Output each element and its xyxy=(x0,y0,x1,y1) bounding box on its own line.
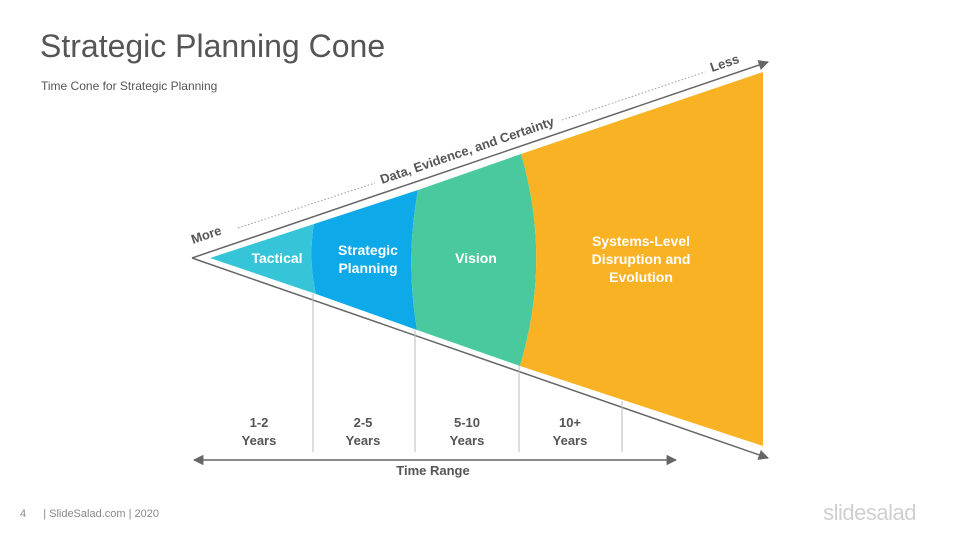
segment-label-systems-3: Evolution xyxy=(609,269,673,285)
time-range-1-unit: Years xyxy=(242,433,277,448)
segment-systems-level xyxy=(520,72,763,446)
time-range-1-value: 1-2 xyxy=(250,415,269,430)
time-range-3-unit: Years xyxy=(450,433,485,448)
cone-upper-edge xyxy=(191,60,769,259)
cone-lower-edge xyxy=(191,257,769,460)
certainty-dotted-line-2 xyxy=(561,71,706,121)
segment-label-systems-1: Systems-Level xyxy=(592,233,690,249)
certainty-dotted-line xyxy=(237,182,376,229)
segment-label-strategic-2: Planning xyxy=(338,260,397,276)
footer: 4 | SlideSalad.com | 2020 xyxy=(20,508,159,520)
page-title: Strategic Planning Cone xyxy=(40,28,386,64)
segment-label-strategic-1: Strategic xyxy=(338,242,398,258)
footer-credit: | SlideSalad.com | 2020 xyxy=(43,508,159,520)
segment-label-tactical: Tactical xyxy=(251,250,302,266)
axis-label-more: More xyxy=(189,223,223,247)
slidesalad-logo: slidesalad xyxy=(823,500,916,525)
time-range-2-value: 2-5 xyxy=(354,415,373,430)
axis-label-less: Less xyxy=(708,51,741,75)
time-range-2-unit: Years xyxy=(346,433,381,448)
segment-strategic-planning xyxy=(311,190,418,330)
segment-label-vision: Vision xyxy=(455,250,497,266)
page-number: 4 xyxy=(20,508,27,520)
page-subtitle: Time Cone for Strategic Planning xyxy=(41,79,218,93)
time-range-4-unit: Years xyxy=(553,433,588,448)
segment-tactical xyxy=(210,224,316,294)
time-range-label: Time Range xyxy=(396,463,469,478)
segment-vision xyxy=(411,154,537,366)
time-range-4-value: 10+ xyxy=(559,415,581,430)
segment-label-systems-2: Disruption and xyxy=(592,251,691,267)
time-range-3-value: 5-10 xyxy=(454,415,480,430)
